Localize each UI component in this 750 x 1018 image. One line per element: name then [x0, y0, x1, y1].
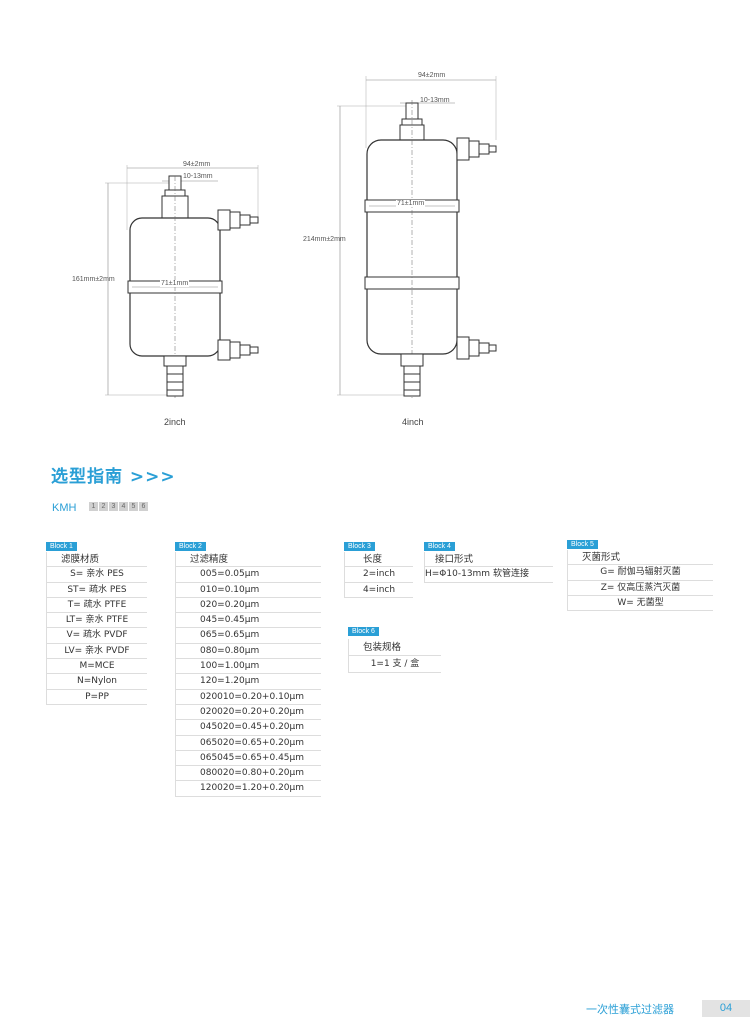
option-item: LT= 亲水 PTFE	[47, 613, 147, 629]
option-item: 045020=0.45+0.20μm	[176, 720, 321, 736]
block-6: Block 6 包装规格 1=1 支 / 盒	[348, 618, 441, 673]
block-heading: 长度	[345, 552, 413, 568]
option-item: 080=0.80μm	[176, 644, 321, 660]
block-5: Block 5 灭菌形式 G= 耐伽马辐射灭菌 Z= 仅高压蒸汽灭菌 W= 无菌…	[567, 531, 713, 612]
block-tag: Block 1	[46, 542, 77, 551]
option-item: 4=inch	[345, 583, 413, 598]
option-item: H=Φ10-13mm 软管连接	[425, 567, 553, 583]
option-item: 010=0.10μm	[176, 583, 321, 598]
option-item: 065020=0.65+0.20μm	[176, 736, 321, 751]
block-heading: 灭菌形式	[568, 550, 713, 566]
block-2: Block 2 过滤精度 005=0.05μm 010=0.10μm 020=0…	[175, 533, 321, 797]
option-item: P=PP	[47, 690, 147, 705]
block-heading: 包装规格	[349, 639, 441, 656]
option-item: 045=0.45μm	[176, 613, 321, 629]
option-item: ST= 疏水 PES	[47, 583, 147, 598]
dim-height-4inch: 214mm±2mm	[303, 236, 346, 243]
option-item: Z= 仅高压蒸汽灭菌	[568, 581, 713, 596]
section-title: 选型指南 >>>	[51, 467, 176, 487]
option-item: 120020=1.20+0.20μm	[176, 781, 321, 797]
option-item: 1=1 支 / 盒	[349, 656, 441, 673]
option-item: 020020=0.20+0.20μm	[176, 705, 321, 721]
option-item: 120=1.20μm	[176, 674, 321, 690]
block-tag: Block 5	[567, 540, 598, 549]
dim-height-2inch: 161mm±2mm	[72, 276, 115, 283]
footer-title: 一次性囊式过滤器	[586, 1003, 674, 1016]
caption-2inch: 2inch	[164, 417, 186, 427]
block-heading: 过滤精度	[176, 552, 321, 568]
capsule-2inch-drawing	[105, 165, 259, 398]
code-slots: 1 2 3 4 5 6	[89, 502, 148, 511]
option-item: V= 疏水 PVDF	[47, 628, 147, 644]
dim-body-4inch: 71±1mm	[396, 200, 426, 207]
block-1: Block 1 滤膜材质 S= 亲水 PES ST= 疏水 PES T= 疏水 …	[46, 533, 161, 705]
code-slot: 6	[139, 502, 148, 511]
block-tag: Block 6	[348, 627, 379, 636]
option-item: 080020=0.80+0.20μm	[176, 766, 321, 782]
option-item: T= 疏水 PTFE	[47, 598, 147, 614]
option-item: 020=0.20μm	[176, 598, 321, 614]
code-slot: 3	[109, 502, 118, 511]
model-prefix: KMH	[52, 502, 77, 514]
option-item: 005=0.05μm	[176, 567, 321, 583]
dim-tube-2inch: 10-13mm	[183, 173, 213, 180]
option-item: W= 无菌型	[568, 596, 713, 612]
code-slot: 2	[99, 502, 108, 511]
code-slot: 1	[89, 502, 98, 511]
caption-4inch: 4inch	[402, 417, 424, 427]
option-item: G= 耐伽马辐射灭菌	[568, 565, 713, 581]
block-4: Block 4 接口形式 H=Φ10-13mm 软管连接	[424, 533, 553, 583]
dim-body-2inch: 71±1mm	[160, 280, 190, 287]
option-item: 100=1.00μm	[176, 659, 321, 675]
code-slot: 5	[129, 502, 138, 511]
option-item: S= 亲水 PES	[47, 567, 147, 583]
dim-width-2inch: 94±2mm	[183, 161, 211, 168]
option-item: M=MCE	[47, 659, 147, 675]
option-item: 2=inch	[345, 567, 413, 583]
block-3: Block 3 长度 2=inch 4=inch	[344, 533, 414, 598]
option-item: 020010=0.20+0.10μm	[176, 690, 321, 705]
option-item: 065=0.65μm	[176, 628, 321, 644]
dim-tube-4inch: 10-13mm	[420, 97, 450, 104]
capsule-4inch-drawing	[337, 76, 497, 398]
option-item: 065045=0.65+0.45μm	[176, 751, 321, 767]
block-heading: 接口形式	[425, 552, 553, 568]
product-diagrams	[105, 76, 497, 398]
block-tag: Block 3	[344, 542, 375, 551]
block-tag: Block 4	[424, 542, 455, 551]
code-slot: 4	[119, 502, 128, 511]
option-item: LV= 亲水 PVDF	[47, 644, 147, 660]
block-heading: 滤膜材质	[47, 552, 147, 568]
option-item: N=Nylon	[47, 674, 147, 690]
block-tag: Block 2	[175, 542, 206, 551]
dim-width-4inch: 94±2mm	[418, 72, 446, 79]
page-number: 04	[702, 1000, 750, 1017]
